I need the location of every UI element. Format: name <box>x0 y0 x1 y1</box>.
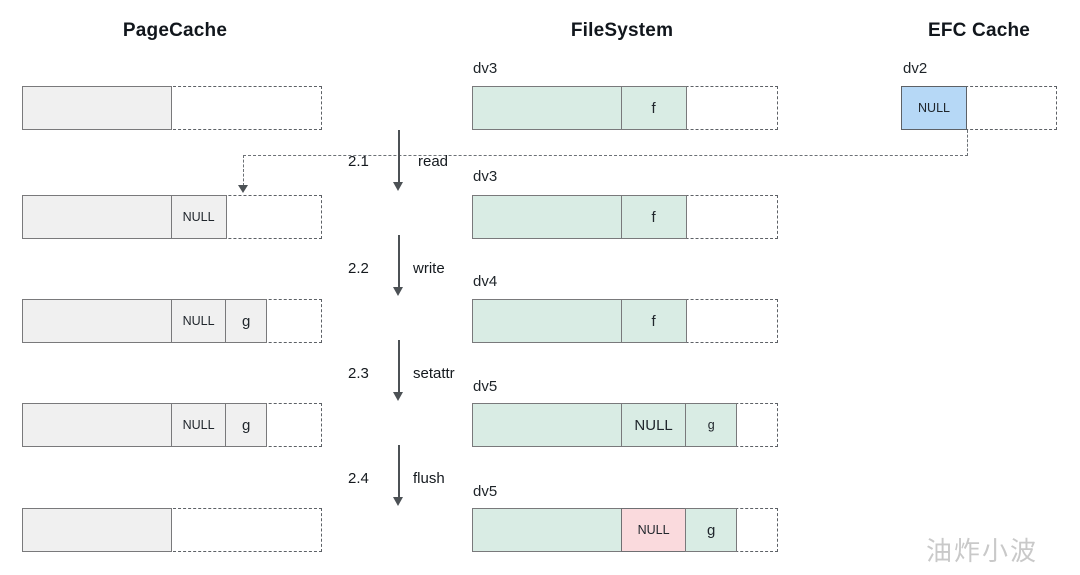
filesystem-cell-1-1: f <box>620 195 687 239</box>
efccache-cell-0-0: NULL <box>901 86 967 130</box>
filesystem-row-3: NULL g <box>472 403 738 447</box>
filesystem-cell-4-0 <box>472 508 622 552</box>
pagecache-cell-3-2: g <box>225 403 268 447</box>
step-arrow-line-2 <box>398 340 400 394</box>
pagecache-row-0 <box>22 86 172 130</box>
connector-horizontal <box>243 155 968 156</box>
filesystem-row-0: f <box>472 86 687 130</box>
filesystem-version-label-0: dv3 <box>473 60 498 77</box>
efccache-row-0: NULL <box>901 86 967 130</box>
pagecache-cell-2-2: g <box>225 299 268 343</box>
column-title-efccache: EFC Cache <box>927 20 1031 41</box>
filesystem-version-label-1: dv3 <box>473 168 498 185</box>
step-arrow-head-1 <box>393 287 403 296</box>
pagecache-cell-1-1: NULL <box>170 195 227 239</box>
efccache-version-label-0: dv2 <box>903 60 928 77</box>
pagecache-cell-4-0 <box>22 508 172 552</box>
filesystem-cell-4-2: g <box>685 508 738 552</box>
filesystem-cell-0-1: f <box>620 86 687 130</box>
pagecache-row-3: NULL g <box>22 403 268 447</box>
filesystem-cell-0-0 <box>472 86 622 130</box>
pagecache-cell-0-0 <box>22 86 172 130</box>
step-arrow-head-2 <box>393 392 403 401</box>
step-number-2: 2.3 <box>348 365 369 382</box>
connector-efc-vertical <box>967 130 968 156</box>
step-arrow-head-0 <box>393 182 403 191</box>
filesystem-version-label-4: dv5 <box>473 483 498 500</box>
pagecache-cell-2-1: NULL <box>170 299 227 343</box>
pagecache-cell-3-0 <box>22 403 172 447</box>
step-arrow-head-3 <box>393 497 403 506</box>
column-title-pagecache: PageCache <box>122 20 228 41</box>
filesystem-cell-3-2: g <box>685 403 738 447</box>
filesystem-row-4: NULL g <box>472 508 738 552</box>
step-number-3: 2.4 <box>348 470 369 487</box>
step-number-0: 2.1 <box>348 153 369 170</box>
watermark: 油炸小波 <box>926 537 1039 567</box>
step-arrow-line-0 <box>398 130 400 184</box>
filesystem-row-2: f <box>472 299 687 343</box>
column-title-filesystem: FileSystem <box>570 20 674 41</box>
step-operation-2: setattr <box>413 365 455 382</box>
filesystem-cell-2-1: f <box>620 299 687 343</box>
step-operation-3: flush <box>413 470 445 487</box>
filesystem-cell-2-0 <box>472 299 622 343</box>
step-operation-1: write <box>413 260 445 277</box>
filesystem-cell-1-0 <box>472 195 622 239</box>
step-operation-0: read <box>418 153 449 170</box>
step-arrow-line-1 <box>398 235 400 289</box>
connector-pagecache-vertical <box>243 155 244 186</box>
step-number-1: 2.2 <box>348 260 369 277</box>
pagecache-row-4 <box>22 508 172 552</box>
connector-arrow-head <box>238 185 248 193</box>
filesystem-version-label-2: dv4 <box>473 273 498 290</box>
filesystem-cell-4-1: NULL <box>620 508 687 552</box>
pagecache-cell-1-0 <box>22 195 172 239</box>
step-arrow-line-3 <box>398 445 400 499</box>
filesystem-cell-3-0 <box>472 403 622 447</box>
pagecache-cell-2-0 <box>22 299 172 343</box>
pagecache-row-2: NULL g <box>22 299 268 343</box>
filesystem-version-label-3: dv5 <box>473 378 498 395</box>
pagecache-row-1: NULL <box>22 195 227 239</box>
filesystem-row-1: f <box>472 195 687 239</box>
filesystem-cell-3-1: NULL <box>620 403 687 447</box>
pagecache-cell-3-1: NULL <box>170 403 227 447</box>
